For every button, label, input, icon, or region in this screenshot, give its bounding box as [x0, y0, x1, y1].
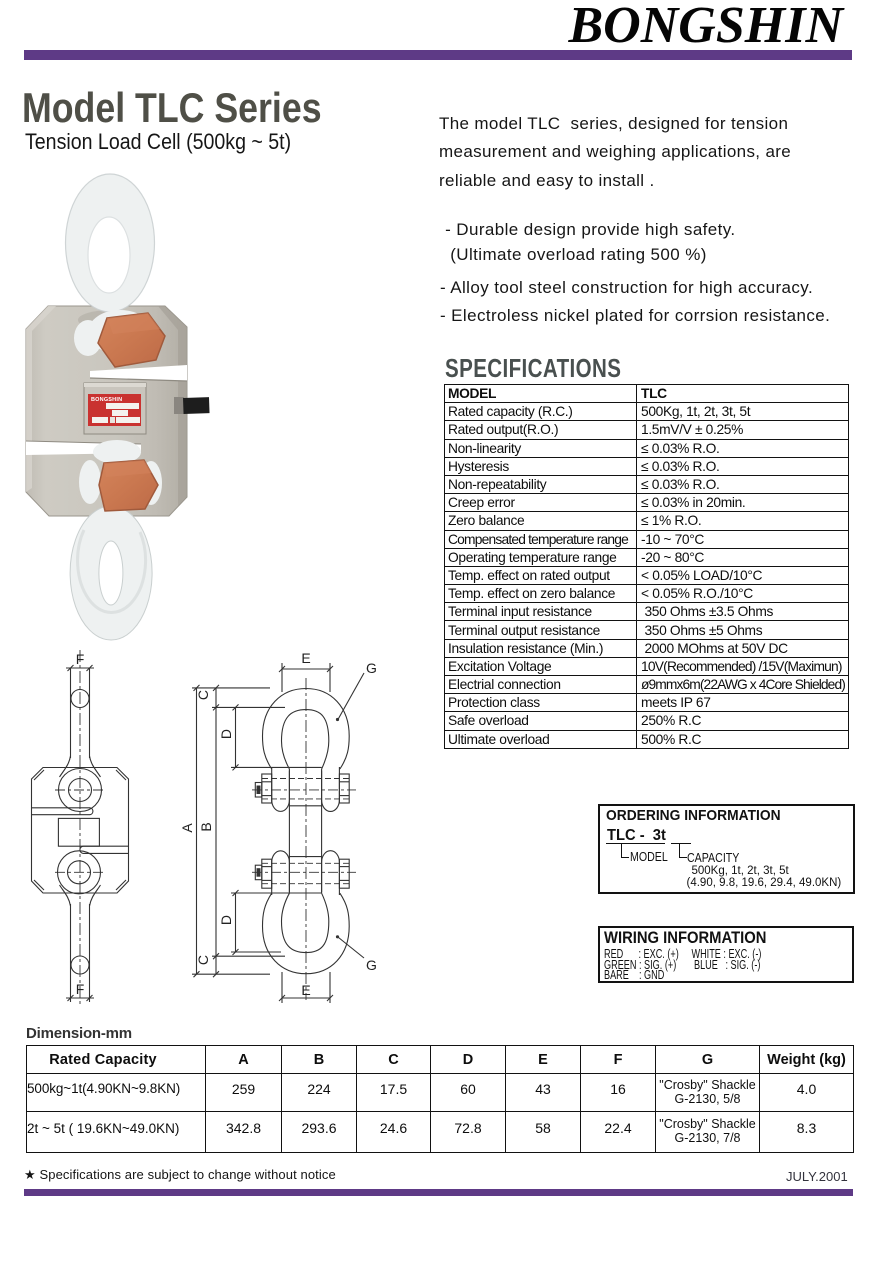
svg-text:E: E: [301, 650, 310, 666]
svg-text:F: F: [76, 651, 85, 667]
svg-text:C: C: [195, 955, 211, 965]
svg-text:BONGSHIN: BONGSHIN: [91, 397, 122, 403]
svg-text:D: D: [218, 729, 234, 739]
svg-text:F: F: [76, 981, 85, 997]
svg-text:D: D: [218, 915, 234, 925]
svg-text:B: B: [198, 822, 214, 831]
svg-text:G: G: [366, 957, 377, 973]
svg-text:C: C: [195, 690, 211, 700]
svg-text:A: A: [179, 823, 195, 833]
svg-text:G: G: [366, 660, 377, 676]
svg-text:E: E: [301, 982, 310, 998]
